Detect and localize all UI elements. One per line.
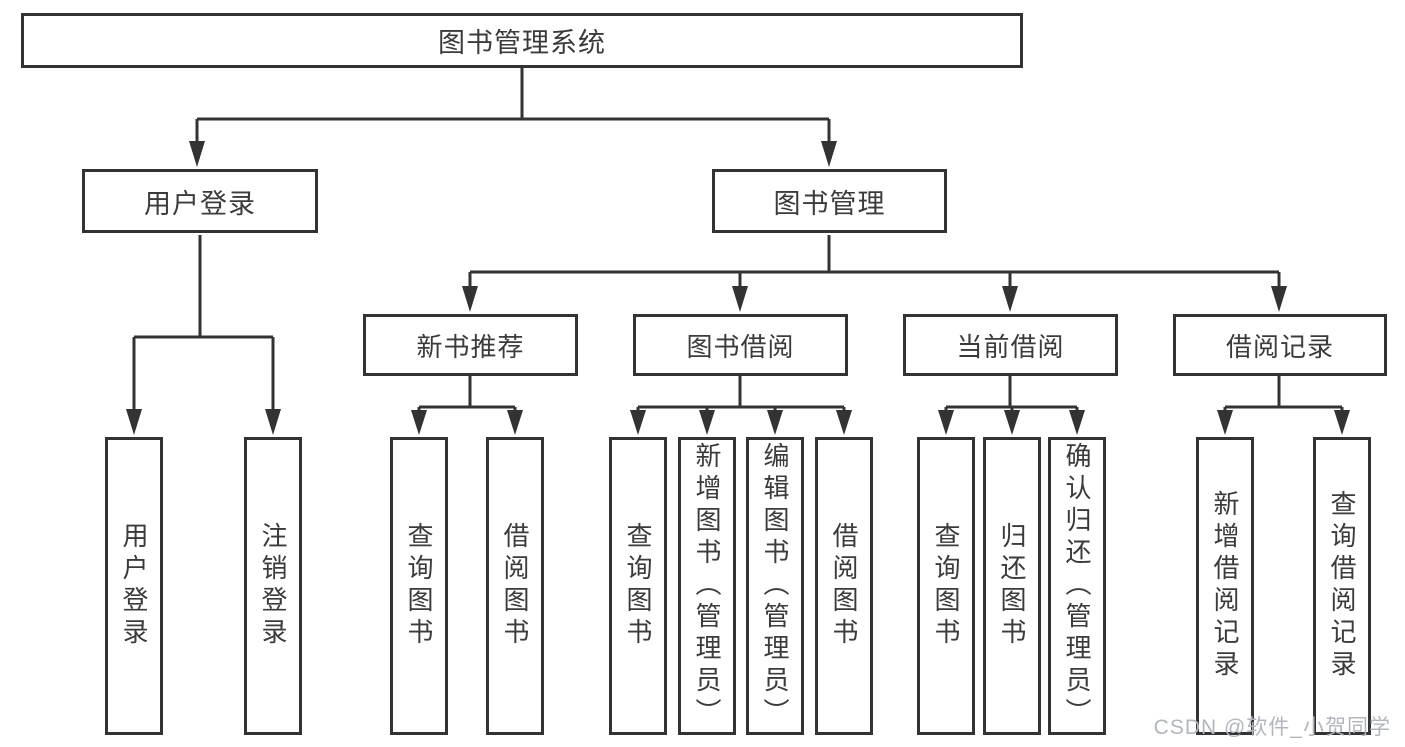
node-label: 图书管理系统 [438,28,606,58]
node-borrow-records: 借阅记录 [1173,314,1387,376]
node-new-book-recommend: 新书推荐 [363,314,578,376]
node-label: 查询图书 [623,522,653,650]
leaf-confirm-return-admin: 确认归还（管理员） [1048,437,1106,735]
leaf-add-book-admin: 新增图书（管理员） [678,437,736,735]
leaf-query-books-borrow: 查询图书 [609,437,667,735]
node-label: 借阅记录 [1225,331,1334,362]
leaf-query-books-recommend: 查询图书 [390,437,448,735]
node-user-login: 用户登录 [82,169,318,233]
node-label: 注销登录 [258,522,288,650]
csdn-watermark: CSDN @软件_小贺同学 [1153,716,1391,739]
node-label: 用户登录 [119,522,149,650]
node-label: 查询图书 [404,522,434,650]
node-label: 新增借阅记录 [1210,490,1240,682]
leaf-borrow-books-recommend: 借阅图书 [486,437,544,735]
node-label: 新书推荐 [416,331,525,362]
node-root-system: 图书管理系统 [21,13,1023,68]
node-current-borrow: 当前借阅 [903,314,1118,376]
node-label: 借阅图书 [500,522,530,650]
leaf-query-borrow-record: 查询借阅记录 [1313,437,1371,735]
node-label: 借阅图书 [829,522,859,650]
leaf-logout: 注销登录 [244,437,302,735]
leaf-query-books-current: 查询图书 [917,437,975,735]
leaf-add-borrow-record: 新增借阅记录 [1196,437,1254,735]
node-label: 查询图书 [931,522,961,650]
node-book-management: 图书管理 [712,169,947,233]
node-label: 用户登录 [144,188,256,219]
node-label: 归还图书 [997,522,1027,650]
node-label: 编辑图书（管理员） [760,442,790,730]
node-label: 当前借阅 [956,331,1065,362]
node-label: 新增图书（管理员） [692,442,722,730]
leaf-edit-book-admin: 编辑图书（管理员） [746,437,804,735]
leaf-borrow-books: 借阅图书 [815,437,873,735]
node-book-borrow: 图书借阅 [633,314,848,376]
leaf-user-login: 用户登录 [105,437,163,735]
node-label: 确认归还（管理员） [1062,442,1092,730]
leaf-return-books: 归还图书 [983,437,1041,735]
node-label: 查询借阅记录 [1327,490,1357,682]
node-label: 图书借阅 [686,331,795,362]
node-label: 图书管理 [773,188,886,219]
